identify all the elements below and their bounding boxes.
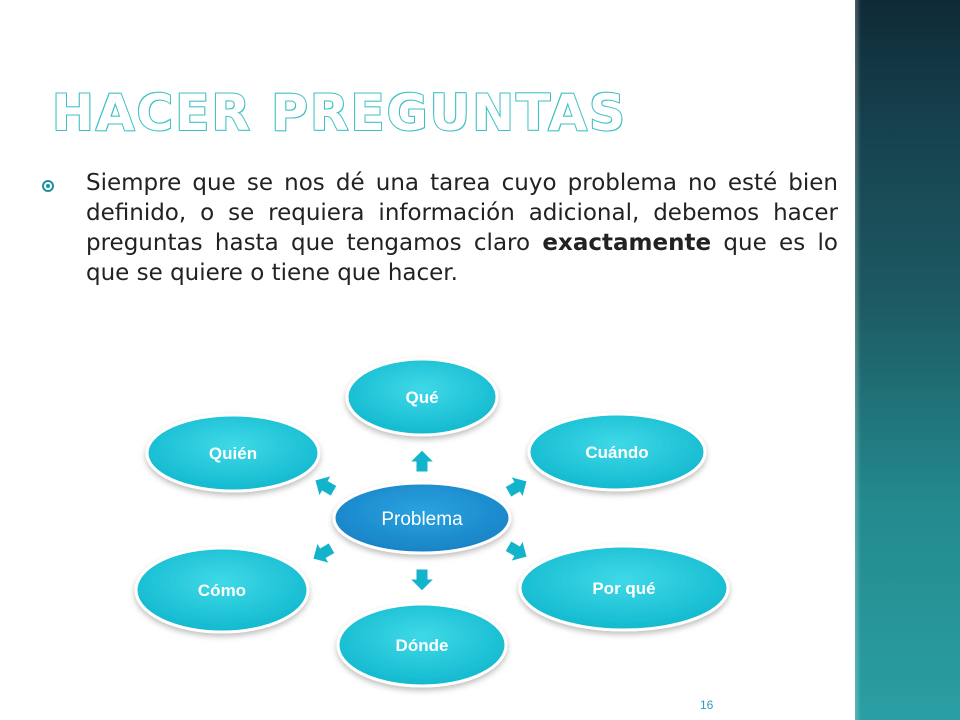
page-number: 16 xyxy=(700,698,714,712)
arrow-donde xyxy=(408,568,436,592)
node-donde-shape xyxy=(336,602,508,688)
node-quien: Quién xyxy=(145,413,321,493)
center-layer: Problema xyxy=(332,481,512,555)
node-quien-label: Quién xyxy=(209,444,257,463)
arrows-layer xyxy=(312,449,528,592)
node-como: Cómo xyxy=(134,546,310,634)
node-por-que-shape xyxy=(518,544,730,632)
node-que-shape xyxy=(345,357,499,437)
bullet-circle-icon xyxy=(42,180,54,192)
bullet-text: Siempre que se nos dé una tarea cuyo pro… xyxy=(86,168,838,288)
node-donde: Dónde xyxy=(336,602,508,688)
slide-title: HACER PREGUNTAS xyxy=(51,84,628,142)
node-donde-label: Dónde xyxy=(396,636,449,655)
bullet-text-before: Siempre que se nos dé una tarea cuyo pro… xyxy=(86,170,838,256)
arrow-que xyxy=(408,449,436,473)
side-decorative-band xyxy=(855,0,960,720)
node-que-label: Qué xyxy=(405,388,438,407)
bullet-text-after: que es lo que se quiere o tiene que hace… xyxy=(86,230,838,286)
node-por-que: Por qué xyxy=(518,544,730,632)
node-cuando-label: Cuándo xyxy=(585,443,648,462)
arrow-como xyxy=(312,541,336,565)
node-como-shape xyxy=(134,546,310,634)
bullet-item: Siempre que se nos dé una tarea cuyo pro… xyxy=(42,168,838,288)
node-como-label: Cómo xyxy=(198,581,246,600)
node-cuando: Cuándo xyxy=(527,412,707,492)
arrow-quien xyxy=(314,474,338,498)
bullet-text-bold: exactamente xyxy=(542,230,712,256)
node-que: Qué xyxy=(345,357,499,437)
node-quien-shape xyxy=(145,413,321,493)
node-cuando-shape xyxy=(527,412,707,492)
node-por-que-label: Por qué xyxy=(592,579,655,598)
center-node-label: Problema xyxy=(381,509,463,530)
center-node xyxy=(332,481,512,555)
arrow-por-que xyxy=(504,539,528,563)
arrow-cuando xyxy=(504,475,528,499)
